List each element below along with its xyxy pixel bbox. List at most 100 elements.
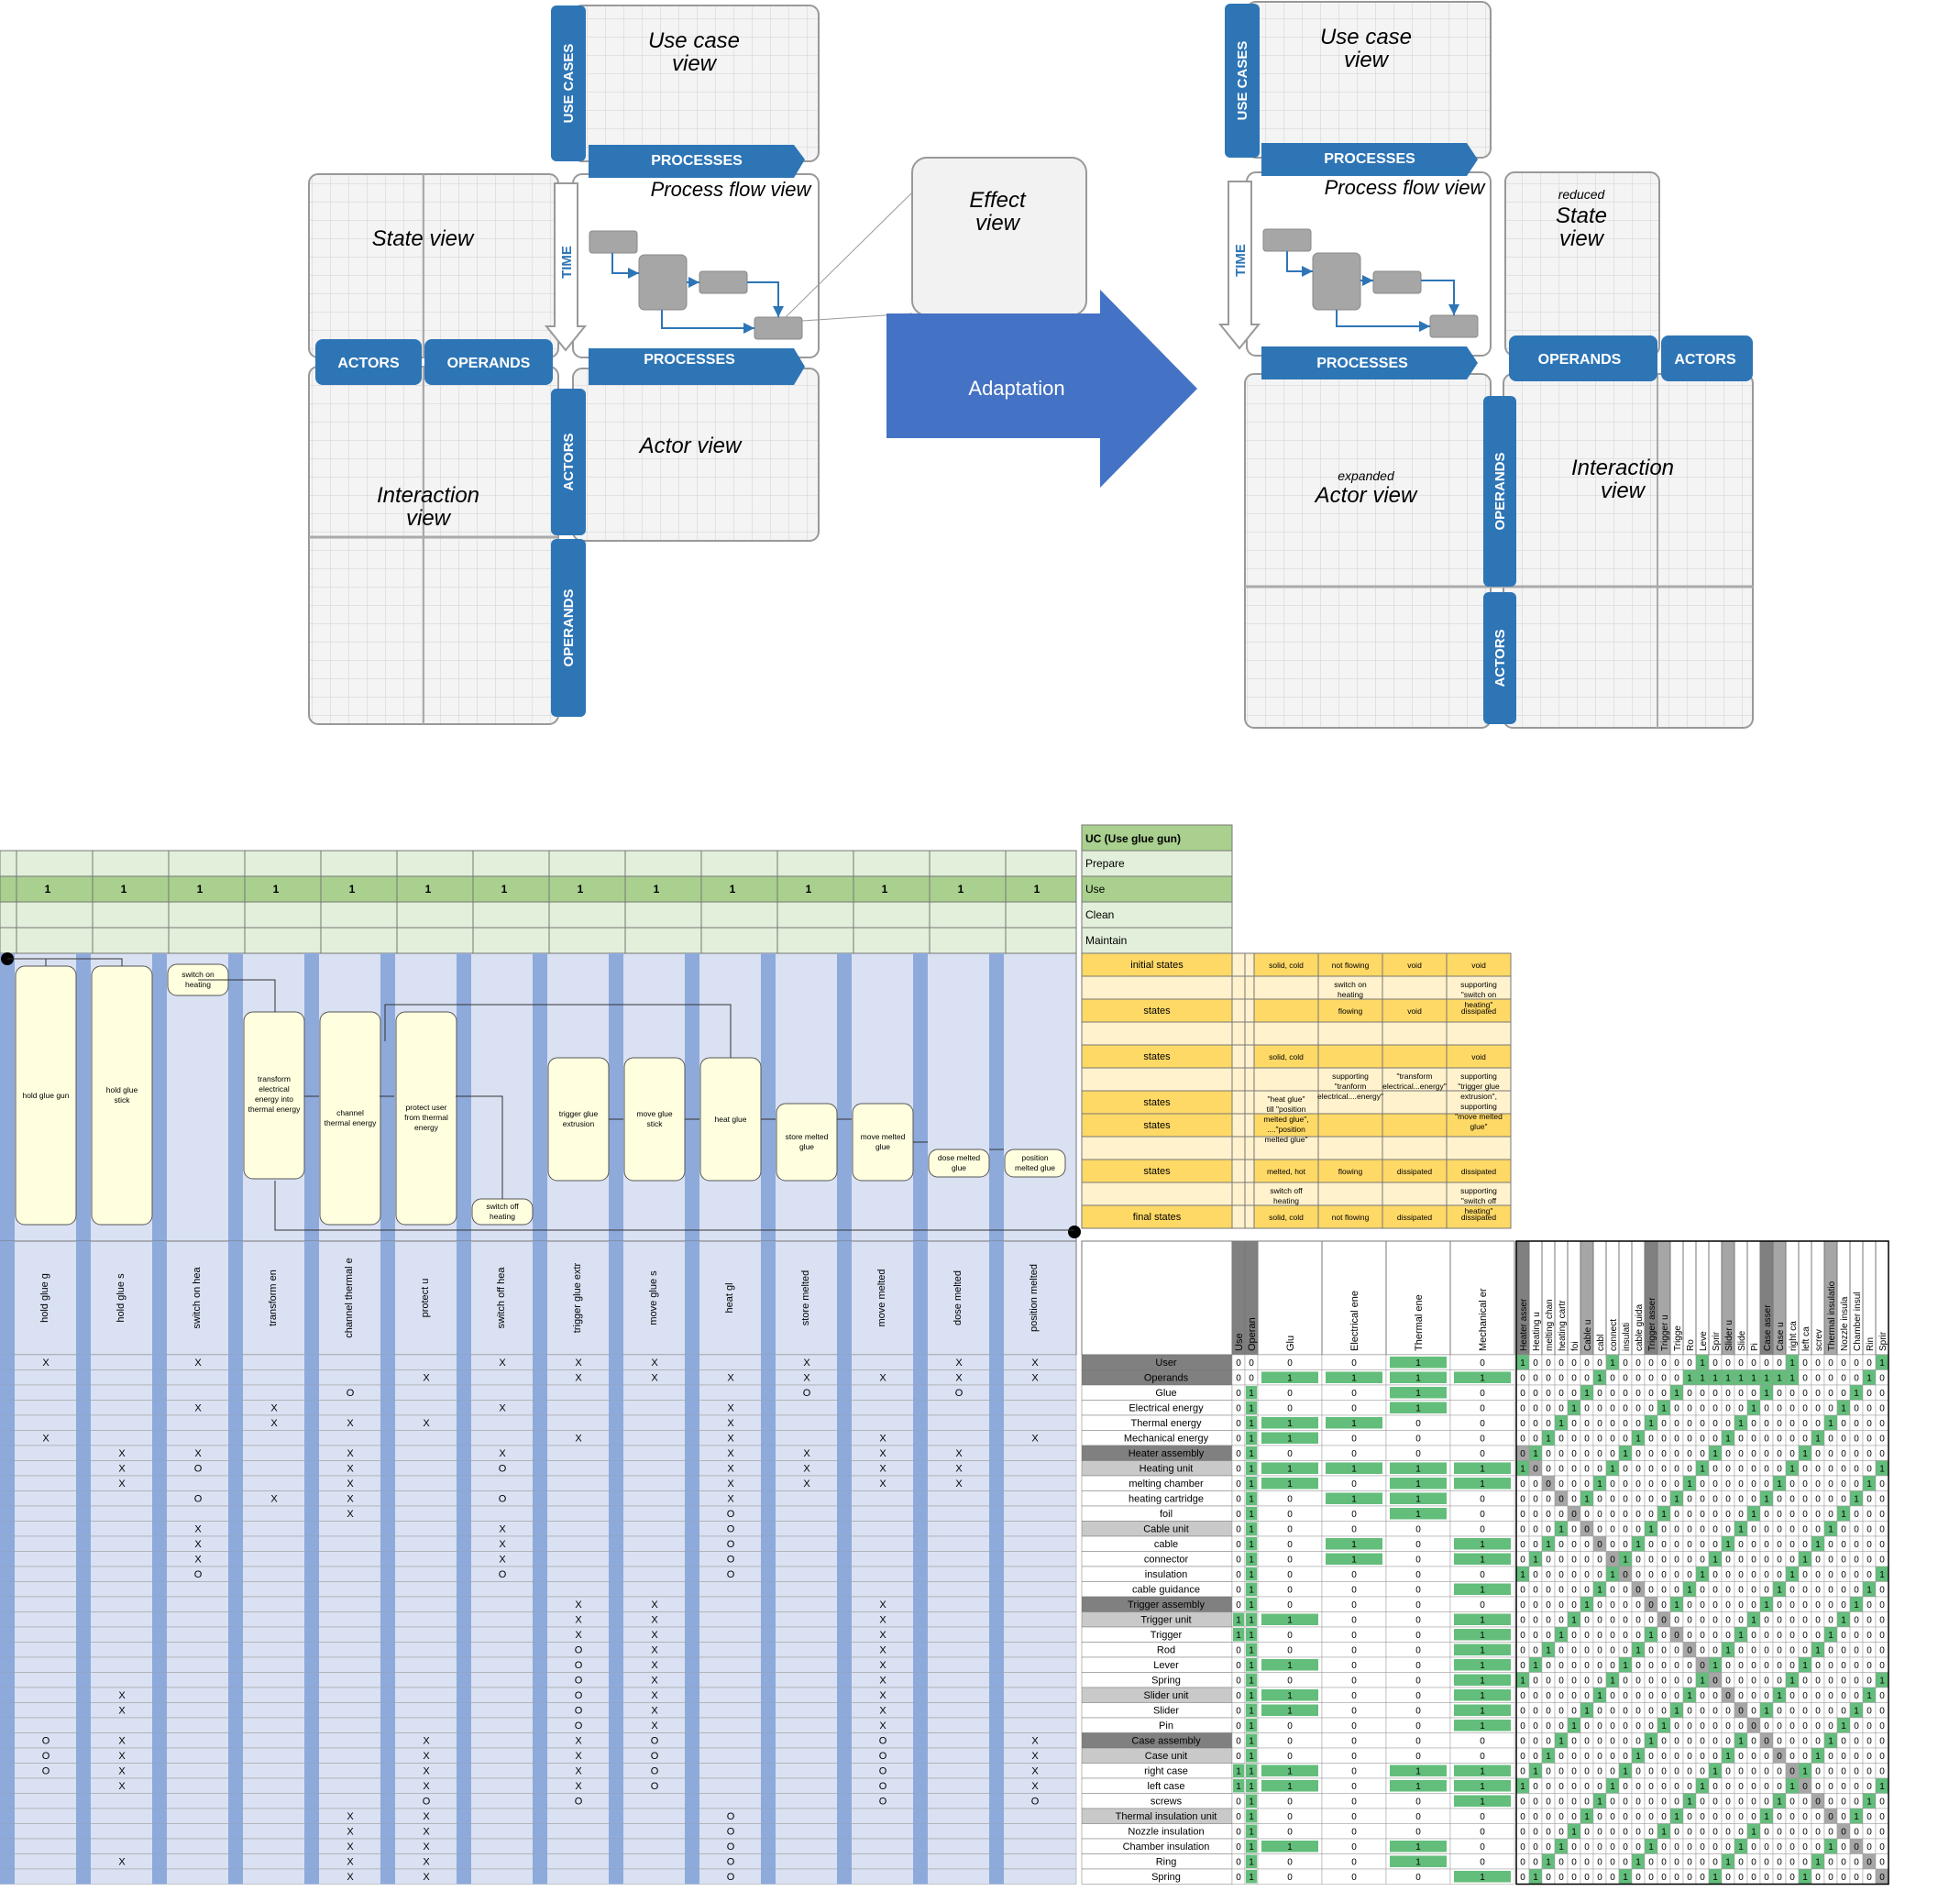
lane-bar <box>457 1597 471 1612</box>
dsm-value: 0 <box>1854 1842 1859 1853</box>
lane-bar <box>609 1506 623 1522</box>
dsm-value: 0 <box>1533 1707 1538 1717</box>
dsm-value: 0 <box>1635 1661 1641 1671</box>
lane-bar <box>685 1241 699 1355</box>
element-mark: X <box>1031 1766 1039 1777</box>
dsm-value: 1 <box>1764 1495 1769 1505</box>
dsm-value: 0 <box>1725 1767 1731 1777</box>
dsm-value: 0 <box>1687 1495 1692 1505</box>
dsm-value: 1 <box>1854 1812 1859 1822</box>
element-name: screws <box>1151 1797 1183 1808</box>
dsm-value: 0 <box>1533 1374 1538 1384</box>
dsm-value: 0 <box>1610 1374 1615 1384</box>
lane-bar <box>761 1567 776 1582</box>
dsm-value: 0 <box>1635 1873 1641 1883</box>
dsm-value: 0 <box>1815 1525 1821 1535</box>
dsm-value: 0 <box>1635 1374 1641 1384</box>
dsm-value: 1 <box>1789 1782 1795 1792</box>
dsm-header: Case asser <box>1763 1304 1773 1351</box>
dsm-value: 0 <box>1558 1465 1564 1475</box>
element-name: Mechanical energy <box>1124 1434 1209 1445</box>
dsm-value: 0 <box>1751 1782 1756 1792</box>
dsm-value: 1 <box>1533 1873 1538 1883</box>
matrix-value: 0 <box>1236 1600 1241 1611</box>
element-mark: O <box>727 1569 735 1580</box>
state-row-label: final states <box>1133 1212 1182 1223</box>
dsm-value: 1 <box>1520 1465 1525 1475</box>
lane-bar <box>837 1869 852 1885</box>
lane-bar <box>533 1688 547 1703</box>
dsm-value: 1 <box>1777 1691 1782 1701</box>
processes-label-mid-right: PROCESSES <box>1316 356 1408 371</box>
dsm-value: 0 <box>1841 1570 1846 1580</box>
lane-bar <box>761 1241 776 1355</box>
lane-bar <box>609 1476 623 1491</box>
lane-bar <box>913 1869 928 1885</box>
state-value: "switch off <box>1461 1196 1497 1205</box>
dsm-value: 0 <box>1751 1798 1756 1808</box>
lane-bar <box>837 1536 852 1552</box>
lane-bar <box>228 1446 243 1461</box>
lane-bar <box>761 1627 776 1643</box>
element-mark: X <box>118 1751 126 1762</box>
dsm-value: 0 <box>1738 1646 1744 1656</box>
dsm-value: 0 <box>1841 1479 1846 1490</box>
dsm-value: 0 <box>1584 1435 1590 1445</box>
lane-bar <box>685 1506 699 1522</box>
state-value: electrical....energy" <box>1317 1092 1383 1101</box>
dsm-value: 0 <box>1802 1798 1808 1808</box>
dsm-value: 0 <box>1661 1374 1667 1384</box>
lane-bar <box>913 1702 928 1718</box>
element-name: Slider <box>1153 1706 1179 1717</box>
element-mark: X <box>347 1827 354 1838</box>
lane-bar <box>457 1521 471 1536</box>
dsm-value: 0 <box>1738 1858 1744 1868</box>
lane-bar <box>685 1521 699 1536</box>
lane-bar <box>685 1430 699 1446</box>
dsm-value: 0 <box>1687 1812 1692 1822</box>
lane-bar <box>228 1839 243 1854</box>
state-cell <box>1317 1021 1383 1046</box>
element-mark: X <box>879 1373 886 1384</box>
lane-bar <box>228 1853 243 1869</box>
dsm-value: 1 <box>1789 1465 1795 1475</box>
dsm-value: 1 <box>1866 1691 1872 1701</box>
dsm-value: 0 <box>1623 1404 1628 1414</box>
matrix-header-cell <box>1257 1240 1323 1356</box>
lane-bar <box>533 1627 547 1643</box>
matrix-value: 0 <box>1236 1661 1241 1671</box>
matrix-fill <box>1246 1401 1257 1414</box>
lane-bar <box>76 953 91 1241</box>
dsm-value: 0 <box>1597 1707 1602 1717</box>
lane-bar <box>152 1460 167 1476</box>
lane-bar <box>76 1355 91 1370</box>
lane-bar <box>76 1763 91 1778</box>
state-cell <box>1317 1204 1383 1229</box>
matrix-fill <box>1390 1478 1447 1490</box>
lane-bar <box>609 1385 623 1401</box>
dsm-value: 0 <box>1841 1707 1846 1717</box>
lane-bar <box>609 1718 623 1733</box>
process-header: channel thermal e <box>344 1258 355 1337</box>
dsm-value: 0 <box>1725 1798 1731 1808</box>
matrix-value: 0 <box>1236 1358 1241 1369</box>
dsm-value: 0 <box>1841 1631 1846 1641</box>
matrix-value: 1 <box>1415 1479 1421 1490</box>
element-mark: X <box>423 1842 430 1853</box>
lane-bar <box>0 1809 15 1824</box>
actors-label-vertical-right: ACTORS <box>1492 629 1508 687</box>
dsm-header: Rin <box>1866 1337 1876 1351</box>
lane-bar <box>837 1460 852 1476</box>
state-value: supporting <box>1460 1102 1497 1111</box>
lane-bar <box>761 1748 776 1764</box>
dsm-value: 0 <box>1815 1374 1821 1384</box>
element-mark: X <box>727 1418 734 1429</box>
lane-bar <box>0 1506 15 1522</box>
use-mark: 1 <box>121 883 127 896</box>
process-box-label: switch off <box>486 1202 519 1211</box>
use-mark: 1 <box>45 883 51 896</box>
dsm-value: 1 <box>1879 1570 1885 1580</box>
dsm-value: 0 <box>1674 1510 1679 1520</box>
dsm-value: 0 <box>1610 1419 1615 1429</box>
